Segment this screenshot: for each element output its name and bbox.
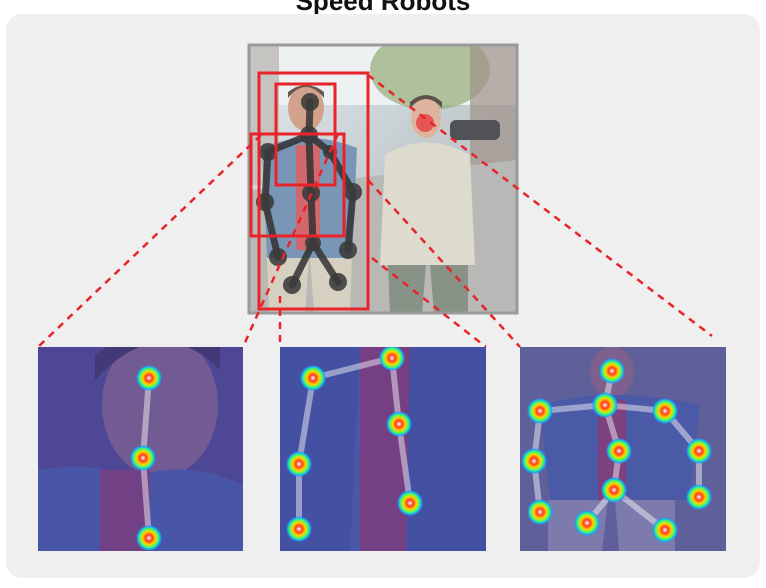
heat-keypoint	[592, 392, 618, 418]
heat-keypoint	[521, 448, 547, 474]
heat-keypoint	[286, 451, 312, 477]
body-crop	[520, 347, 726, 551]
torso-crop	[280, 347, 486, 551]
heat-keypoint	[599, 358, 625, 384]
crop-connectors	[37, 74, 713, 348]
heat-keypoint	[300, 365, 326, 391]
heat-keypoint	[386, 411, 412, 437]
heat-keypoint	[379, 347, 405, 371]
joint-r-wrist	[269, 248, 287, 266]
heat-keypoint	[601, 477, 627, 503]
box-torso	[249, 132, 346, 238]
bounding-boxes	[249, 71, 370, 311]
heat-keypoint	[130, 445, 156, 471]
joint-l-elbow	[344, 183, 362, 201]
main-photo	[249, 45, 517, 313]
head-crop	[38, 347, 243, 551]
heat-keypoint	[686, 484, 712, 510]
heat-keypoint	[527, 398, 553, 424]
heat-keypoint	[136, 525, 162, 551]
box-full-body	[257, 71, 370, 311]
joint-r-shoulder	[259, 143, 277, 161]
joint-hip	[305, 235, 321, 251]
heat-keypoint	[652, 517, 678, 543]
heat-keypoint	[606, 438, 632, 464]
joint-r-knee	[283, 276, 301, 294]
figure-title: Speed Robots	[295, 0, 471, 16]
heat-keypoint	[397, 490, 423, 516]
heat-keypoint	[574, 510, 600, 536]
heat-keypoint	[686, 438, 712, 464]
heat-keypoint	[286, 516, 312, 542]
joint-l-wrist	[339, 241, 357, 259]
heat-keypoint	[652, 398, 678, 424]
heat-keypoint	[136, 365, 162, 391]
joint-l-knee	[329, 273, 347, 291]
heat-keypoint	[527, 499, 553, 525]
joint-head	[301, 93, 319, 111]
joint-spine	[302, 184, 320, 202]
main-photo-frame	[247, 43, 519, 315]
